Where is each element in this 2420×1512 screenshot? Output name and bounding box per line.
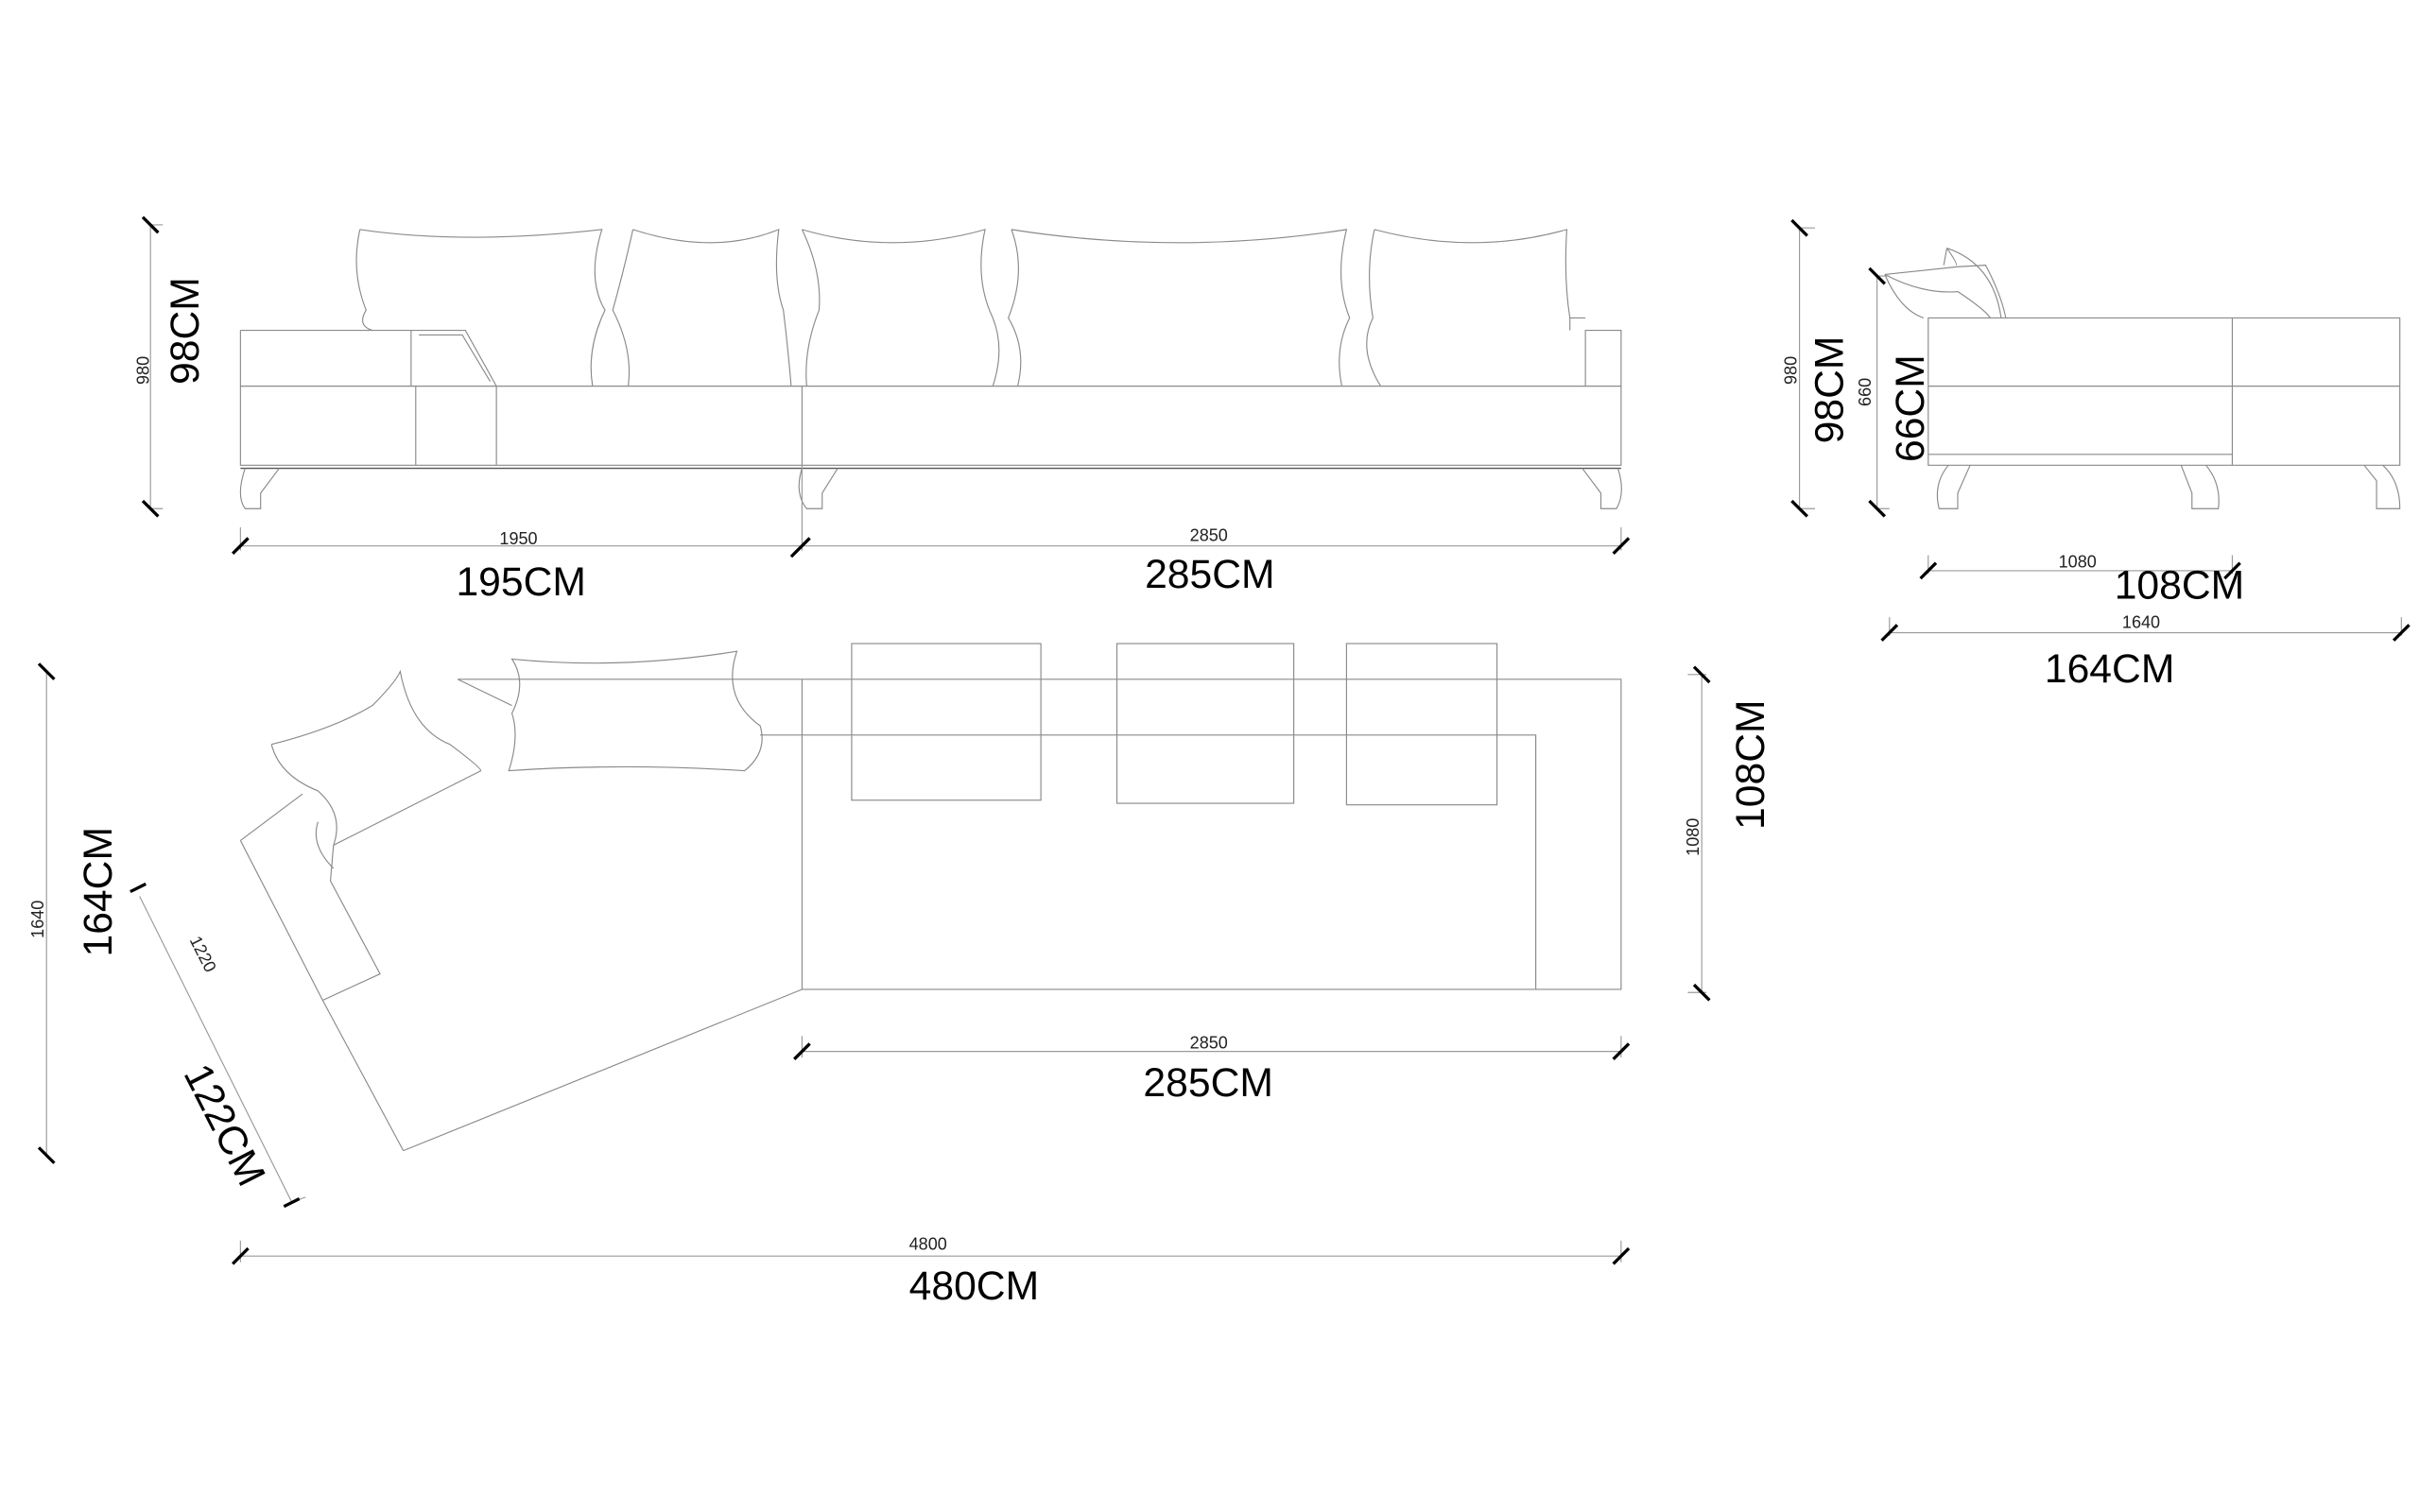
- dimension-ticks: [1790, 218, 1887, 518]
- plan-right-depth-mm: 1080: [1684, 818, 1703, 856]
- side-total-depth-cm: 164CM: [2045, 646, 2175, 692]
- plan-seat-cushion: [1345, 643, 1498, 806]
- plan-straight-section: [457, 679, 1622, 990]
- plan-straight-width-mm: 2850: [1190, 1033, 1228, 1052]
- front-right-width-mm: 2850: [1190, 526, 1228, 545]
- dimension-ticks: [141, 215, 160, 518]
- side-cushion: [1884, 248, 2007, 318]
- front-back-cushions: [355, 228, 1571, 387]
- plan-left-depth-mm: 1640: [28, 901, 47, 938]
- front-width-dim-lines: [239, 465, 1622, 551]
- side-seat-height-mm: 660: [1856, 378, 1875, 406]
- plan-width-dim-lines: [239, 1036, 1622, 1263]
- side-depth-mm: 1080: [2059, 553, 2097, 572]
- front-height-mm: 980: [134, 356, 153, 385]
- dimension-ticks: [37, 662, 1711, 1164]
- plan-seat-cushion: [851, 643, 1042, 801]
- plan-straight-width-cm: 285CM: [1143, 1060, 1273, 1106]
- front-body: [239, 317, 1622, 466]
- dimension-ticks: [231, 1042, 1631, 1265]
- front-left-width-cm: 195CM: [456, 559, 586, 605]
- side-height-mm: 980: [1781, 356, 1800, 385]
- side-height-cm: 98CM: [1807, 336, 1853, 444]
- side-legs: [1936, 464, 2401, 509]
- front-left-width-mm: 1950: [499, 529, 537, 548]
- front-view: 980 98CM 1950 195CM 2850 285CM: [134, 215, 1631, 605]
- side-height-dim-lines: [1799, 227, 1890, 509]
- plan-view: 1640 164CM 1080 108CM 1220 122CM 2850 28…: [28, 643, 1773, 1309]
- side-seat-height-cm: 66CM: [1888, 354, 1933, 462]
- front-armrest: [410, 329, 497, 387]
- plan-left-depth-cm: 164CM: [76, 827, 121, 957]
- plan-right-depth-cm: 108CM: [1728, 699, 1773, 830]
- front-right-width-cm: 285CM: [1145, 552, 1275, 597]
- dimension-ticks: [1880, 561, 2411, 642]
- side-body: [1927, 317, 2401, 466]
- plan-diagonal-cm: 122CM: [175, 1057, 274, 1193]
- plan-depth-dim-lines: [45, 671, 1707, 1156]
- plan-seat-cushion: [1115, 643, 1295, 804]
- dimension-ticks: [130, 882, 301, 1209]
- plan-diagonal-mm: 1220: [186, 933, 220, 975]
- side-depth-dim-lines: [1889, 555, 2402, 636]
- plan-corner-section: [239, 770, 803, 1152]
- side-depth-cm: 108CM: [2115, 562, 2245, 608]
- plan-corner-cushion: [270, 669, 482, 869]
- front-height-cm: 98CM: [163, 277, 208, 385]
- side-total-depth-mm: 1640: [2122, 613, 2160, 632]
- dimension-ticks: [231, 537, 1631, 558]
- front-legs: [239, 468, 1622, 509]
- plan-total-width-cm: 480CM: [909, 1263, 1040, 1309]
- plan-total-width-mm: 4800: [909, 1235, 947, 1254]
- side-view: 980 98CM 660 66CM 1080 108CM 1640 164CM: [1781, 218, 2411, 692]
- plan-back-cushion: [508, 650, 763, 772]
